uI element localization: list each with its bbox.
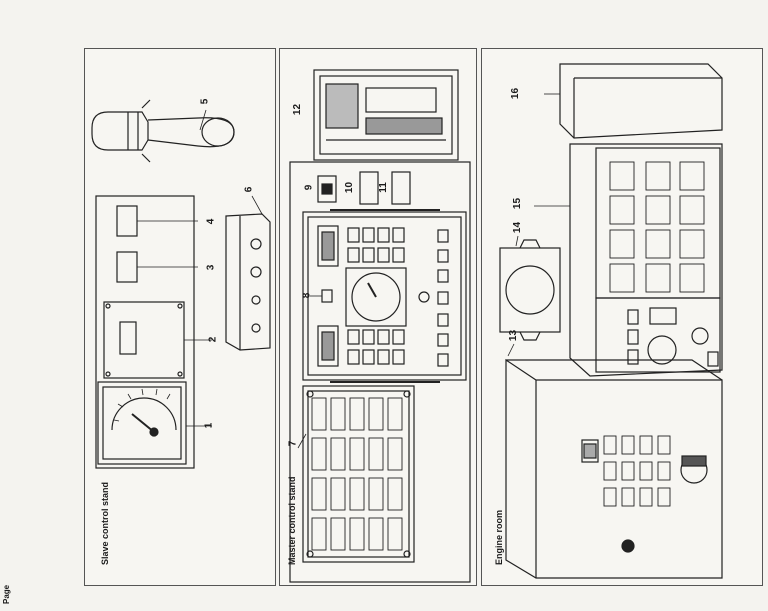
callout-2: 2: [207, 336, 219, 343]
cabinet-15: [569, 143, 723, 377]
callout-8: 8: [301, 292, 313, 299]
lever-handle: [91, 99, 235, 163]
callout-11: 11: [377, 182, 389, 193]
callout-14: 14: [512, 221, 524, 234]
switch-3: [116, 251, 138, 283]
console-buttons: [347, 227, 449, 367]
slave-instrument-group: [95, 195, 195, 469]
alarm-panel-7: [302, 385, 415, 563]
callout-15: 15: [512, 197, 524, 210]
callout-12: 12: [292, 103, 304, 116]
callout-4: 4: [205, 218, 217, 225]
callout-3: 3: [205, 264, 217, 271]
callout-7: 7: [287, 440, 299, 447]
master-inner-frame: [289, 161, 471, 583]
switch-4: [116, 205, 138, 237]
speed-gauge-1: [97, 381, 187, 465]
indicator-box-2: [103, 301, 185, 379]
callout-9: 9: [303, 184, 315, 191]
slave-control-stand-panel: [84, 48, 276, 586]
engine-box-13: [505, 358, 723, 579]
callout-6: 6: [243, 186, 255, 193]
box-16: [559, 63, 723, 139]
callout-5: 5: [199, 98, 211, 105]
callout-1: 1: [203, 422, 215, 429]
callout-16: 16: [510, 87, 522, 100]
electronics-unit-12: [313, 69, 459, 161]
switch-10: [359, 171, 379, 205]
callout-10: 10: [344, 181, 356, 194]
engine-room-panel: [481, 48, 763, 586]
switch-11: [391, 171, 411, 205]
socket-bar-6: [225, 213, 271, 351]
switch-9: [317, 175, 337, 203]
master-console-8: [302, 209, 467, 383]
round-instrument-14: [499, 239, 561, 341]
callout-13: 13: [508, 329, 520, 342]
